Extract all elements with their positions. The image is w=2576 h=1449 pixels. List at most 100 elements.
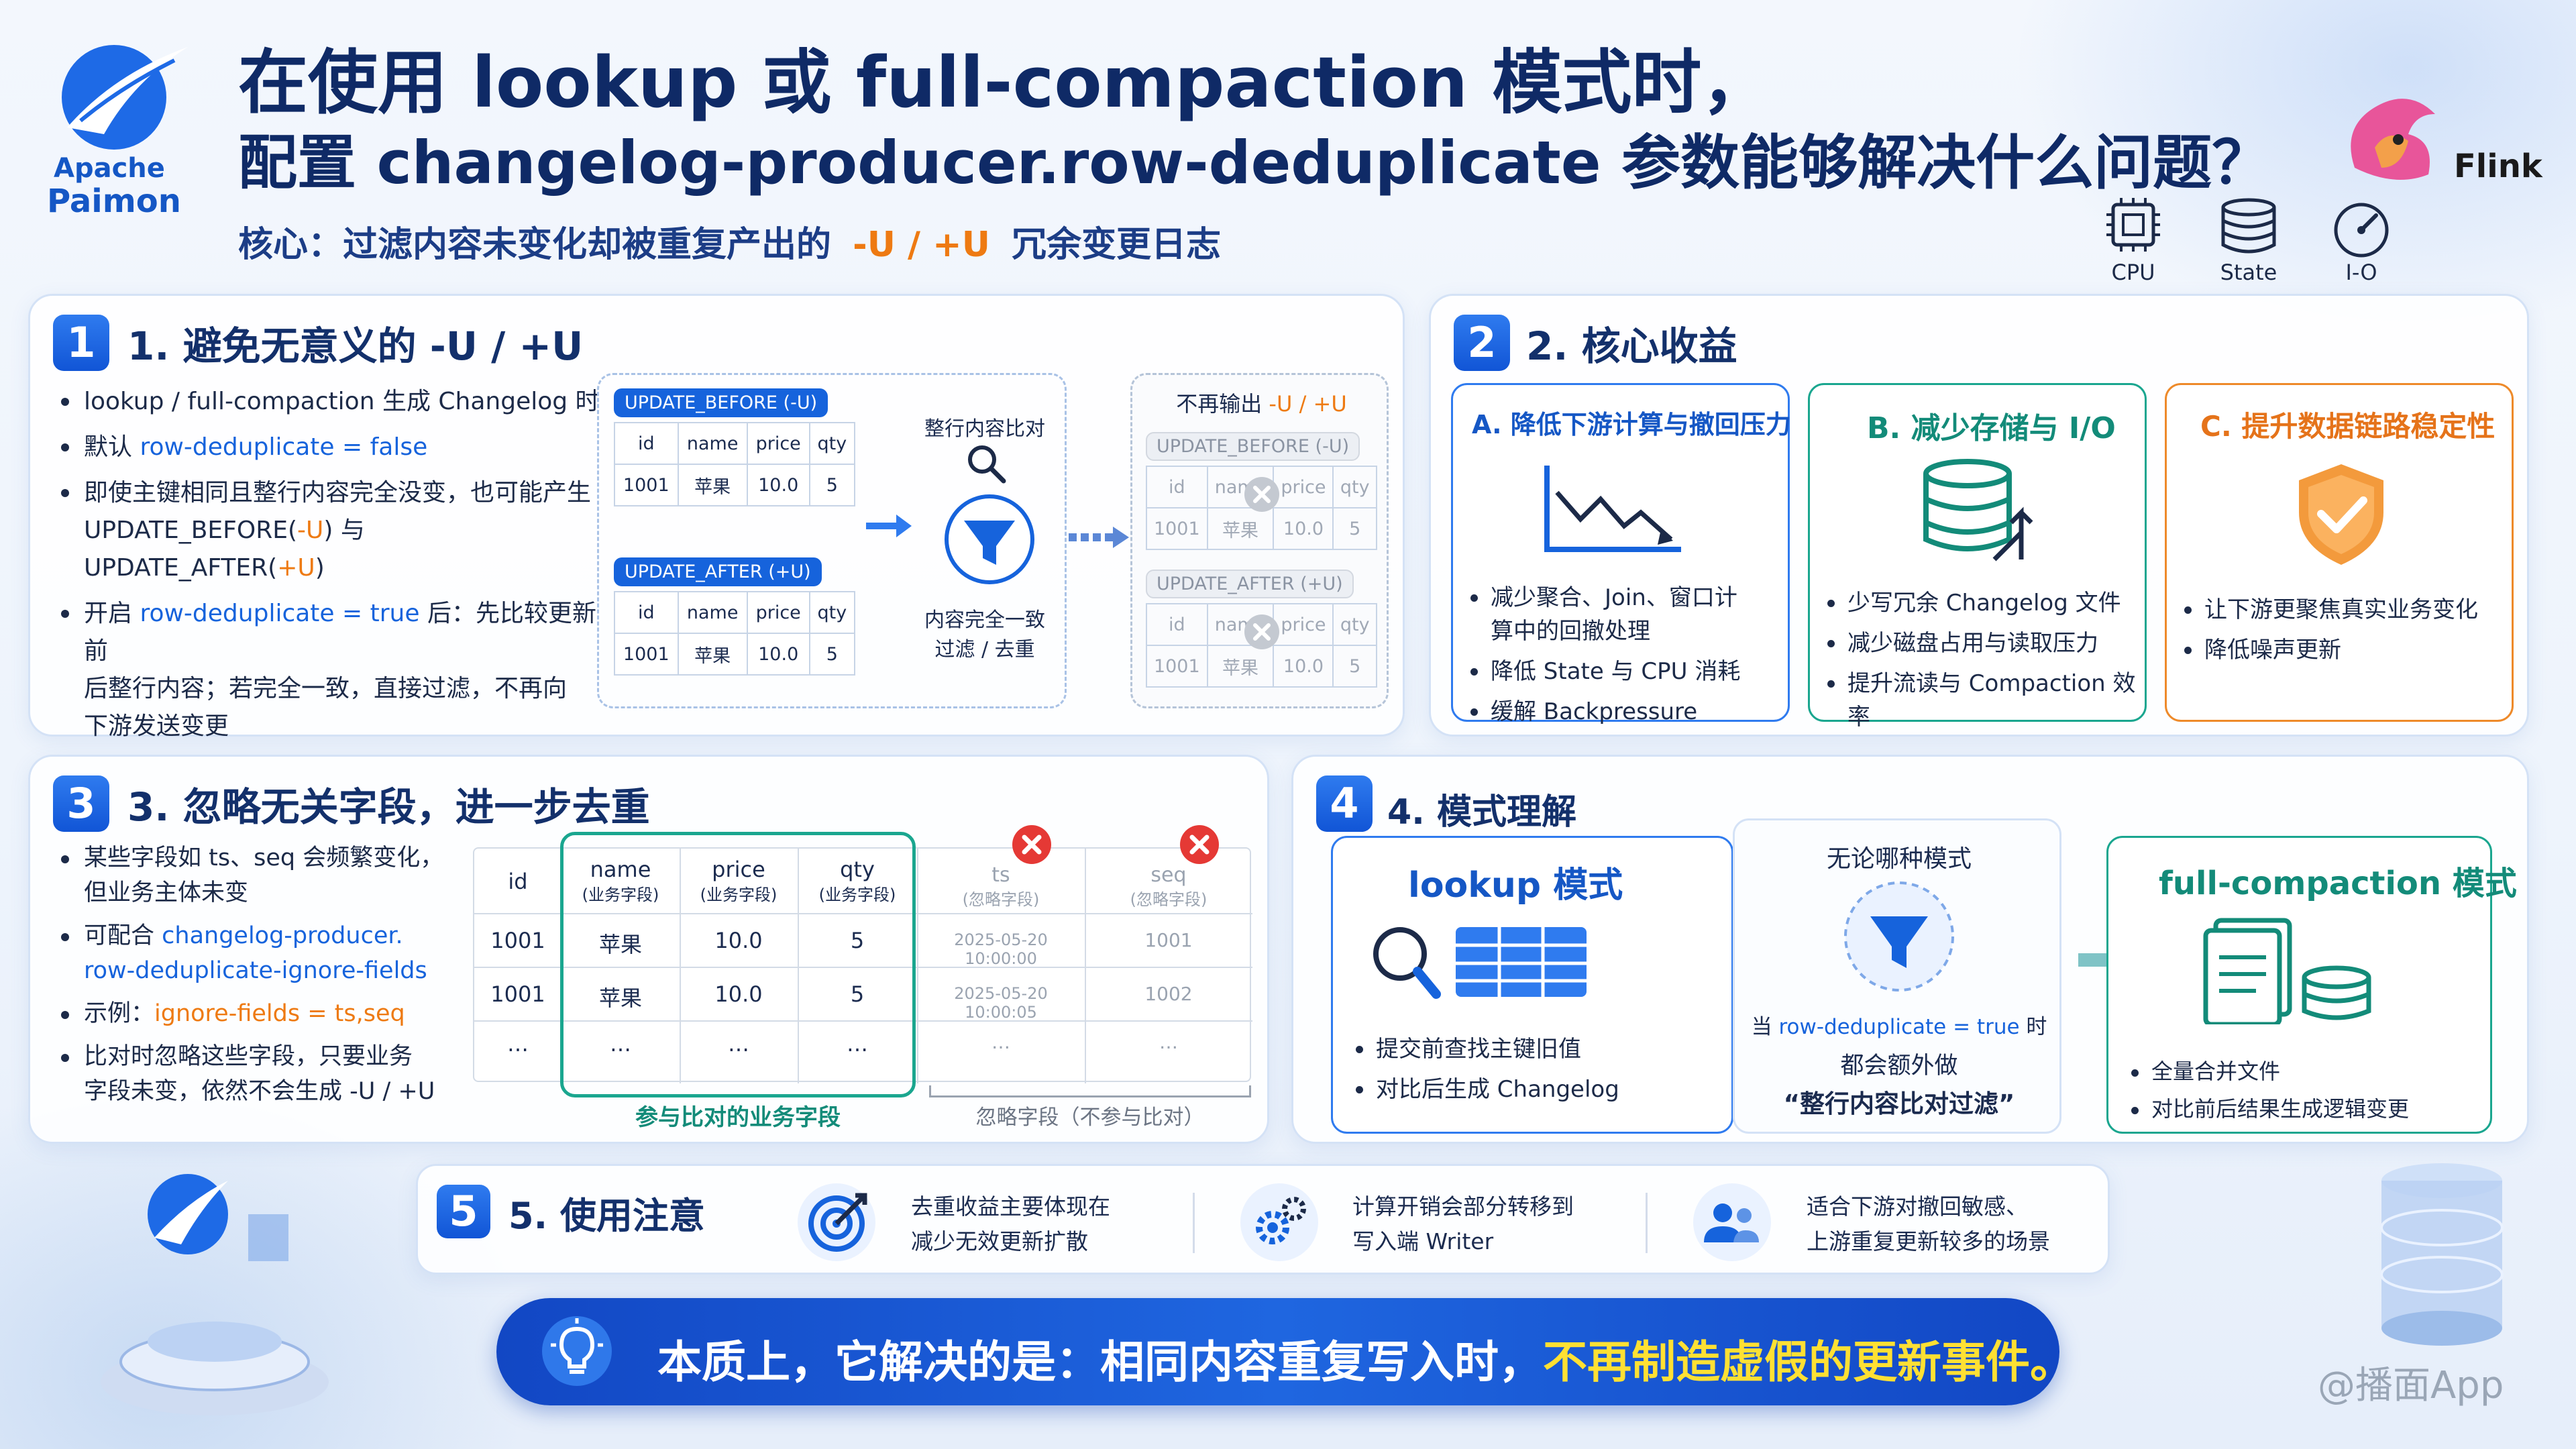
database-icon bbox=[2221, 198, 2276, 254]
watermark: @播面App bbox=[2318, 1364, 2504, 1407]
bg-glow-right bbox=[2012, 0, 2576, 335]
s3-header-price: price(业务字段) bbox=[700, 857, 777, 904]
s3-header-ts: ts(忽略字段) bbox=[962, 863, 1040, 909]
table-cell: … bbox=[1159, 1031, 1178, 1053]
filter-funnel-icon bbox=[945, 494, 1034, 584]
s3-bullet-1: 某些字段如 ts、seq 会频繁变化，但业务主体未变 bbox=[57, 841, 486, 910]
full-compaction-bullet-1: 全量合并文件 bbox=[2127, 1056, 2489, 1087]
s3-bullet-2: 可配合 changelog-producer.row-deduplicate-i… bbox=[57, 918, 486, 988]
note-3: 适合下游对撤回敏感、 上游重复更新较多的场景 bbox=[1807, 1189, 2050, 1259]
note-1-line2: 减少无效更新扩散 bbox=[911, 1228, 1088, 1254]
benefit-b-bullet-3: 提升流读与 Compaction 效率 bbox=[1823, 667, 2145, 734]
storage-io-icon bbox=[1923, 459, 2033, 561]
paimon-logo: Apache Paimon bbox=[40, 34, 195, 221]
table-cell: 苹果 bbox=[598, 985, 642, 1011]
declining-chart-icon bbox=[1544, 466, 1681, 552]
lookup-mode-title: lookup 模式 bbox=[1408, 865, 1623, 906]
table-cell: 1001 bbox=[490, 981, 545, 1007]
flink-squirrel-icon bbox=[2351, 99, 2435, 180]
section-2-card: 2 2. 核心收益 A. 降低下游计算与撤回压力 减少聚合、Join、窗口计算中… bbox=[1429, 294, 2529, 737]
col-divider bbox=[798, 849, 799, 1083]
s3-field-table: id name(业务字段) price(业务字段) qty(业务字段) ts(忽… bbox=[473, 847, 1252, 1083]
note-2: 计算开销会部分转移到 写入端 Writer bbox=[1352, 1189, 1574, 1259]
cpu-icon bbox=[2106, 198, 2160, 252]
subtitle-suffix: 冗余变更日志 bbox=[1012, 225, 1222, 265]
s3-row-2 bbox=[474, 968, 1252, 1022]
any-mode-line3: “整行内容比对过滤” bbox=[1783, 1089, 2015, 1118]
s1-bullet-2: 默认 row-deduplicate = false bbox=[57, 429, 607, 466]
table-cell: 苹果 bbox=[598, 932, 642, 957]
lightbulb-icon bbox=[542, 1316, 612, 1386]
banner-text: 本质上，它解决的是：相同内容重复写入时，不再制造虚假的更新事件。 bbox=[657, 1326, 2074, 1391]
section-1-bullets: lookup / full-compaction 生成 Changelog 时 … bbox=[57, 383, 607, 753]
benefit-a-bullet-2: 降低 State 与 CPU 消耗 bbox=[1466, 655, 1782, 688]
table-cell: … bbox=[847, 1031, 868, 1057]
col-divider bbox=[917, 849, 918, 1083]
section-3-bullets: 某些字段如 ts、seq 会频繁变化，但业务主体未变 可配合 changelog… bbox=[57, 841, 486, 1117]
s1-tag-before: UPDATE_BEFORE (-U) bbox=[614, 388, 828, 417]
table-cell: 1001 bbox=[490, 928, 545, 953]
note-3-line2: 上游重复更新较多的场景 bbox=[1807, 1228, 2050, 1254]
note-divider bbox=[1646, 1193, 1648, 1253]
users-icon bbox=[1693, 1183, 1771, 1261]
close-icon bbox=[1012, 825, 1051, 864]
s1-bullet-4: 开启 row-deduplicate = true 后：先比较更新前后整行内容；… bbox=[57, 595, 607, 745]
s1-result-line1: 内容完全一致 bbox=[924, 608, 1045, 632]
table-cell: … bbox=[728, 1031, 749, 1057]
close-icon bbox=[1244, 614, 1279, 649]
benefit-b-bullet-2: 减少磁盘占用与读取压力 bbox=[1823, 627, 2145, 660]
table-cell: 2025-05-20 10:00:00 bbox=[954, 930, 1048, 968]
table-cell: … bbox=[610, 1031, 631, 1057]
any-mode-card: 无论哪种模式 当 row-deduplicate = true 时 都会额外做 … bbox=[1733, 818, 2061, 1134]
section-3-badge: 3 bbox=[53, 775, 109, 832]
page-subtitle: 核心：过滤内容未变化却被重复产出的 -U / +U 冗余变更日志 bbox=[238, 216, 1221, 266]
cpu-icon-group: CPU bbox=[2086, 198, 2180, 292]
col-divider bbox=[1085, 849, 1086, 1083]
section-2-title: 2. 核心收益 bbox=[1526, 323, 1737, 369]
section-1-badge: 1 bbox=[53, 315, 109, 371]
lookup-bullet-2: 对比后生成 Changelog bbox=[1352, 1073, 1727, 1106]
s1-code-false: row-deduplicate = false bbox=[140, 433, 428, 461]
note-1: 去重收益主要体现在 减少无效更新扩散 bbox=[911, 1189, 1110, 1259]
table-cell: 10.0 bbox=[714, 928, 763, 953]
section-1-title: 1. 避免无意义的 -U / +U bbox=[127, 323, 584, 369]
page-title-line1: 在使用 lookup 或 full-compaction 模式时， bbox=[238, 42, 1772, 123]
benefit-c-card: C. 提升数据链路稳定性 让下游更聚焦真实业务变化 降低噪声更新 bbox=[2165, 383, 2514, 722]
lookup-mode-bullets: 提交前查找主键旧值 对比后生成 Changelog bbox=[1352, 1032, 1727, 1113]
section-5-badge: 5 bbox=[437, 1185, 490, 1238]
dashed-arrow-icon bbox=[1069, 527, 1129, 548]
s1-bullet-1: lookup / full-compaction 生成 Changelog 时 bbox=[57, 383, 607, 421]
arrow-right-icon bbox=[866, 515, 912, 537]
subtitle-prefix: 核心：过滤内容未变化却被重复产出的 bbox=[238, 225, 832, 265]
s3-header-id: id bbox=[508, 869, 528, 894]
cpu-label: CPU bbox=[2111, 260, 2155, 285]
benefit-a-bullets: 减少聚合、Join、窗口计算中的回撤处理 降低 State 与 CPU 消耗 缓… bbox=[1466, 581, 1782, 735]
note-1-line1: 去重收益主要体现在 bbox=[911, 1193, 1110, 1220]
table-cell: 10.0 bbox=[714, 981, 763, 1007]
ignore-bracket bbox=[929, 1085, 1251, 1097]
brand-line1: Apache bbox=[54, 153, 165, 184]
subtitle-highlight: -U / +U bbox=[853, 225, 990, 265]
s1-compare-label: 整行内容比对 bbox=[924, 417, 1045, 441]
table-cell: … bbox=[991, 1031, 1010, 1053]
flink-logo: Flink bbox=[2334, 87, 2549, 195]
benefit-c-bullet-2: 降低噪声更新 bbox=[2180, 633, 2509, 667]
s3-bullet-4: 比对时忽略这些字段，只要业务字段未变，依然不会生成 -U / +U bbox=[57, 1039, 486, 1109]
table-cell: 2025-05-20 10:00:05 bbox=[954, 984, 1048, 1022]
target-icon bbox=[798, 1183, 875, 1261]
lookup-table-icon bbox=[1373, 927, 1587, 999]
s3-header-name: name(业务字段) bbox=[582, 857, 659, 904]
magnifier-icon bbox=[968, 445, 1006, 484]
s3-bullet-3: 示例：ignore-fields = ts,seq bbox=[57, 996, 486, 1031]
s3-header-seq: seq(忽略字段) bbox=[1130, 863, 1208, 909]
benefit-a-bullet-3: 缓解 Backpressure bbox=[1466, 695, 1782, 729]
